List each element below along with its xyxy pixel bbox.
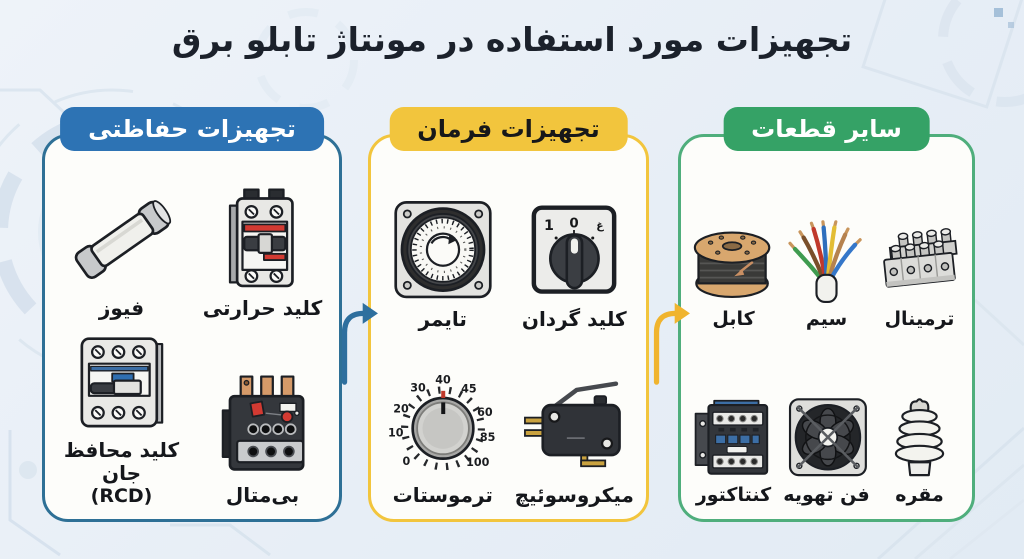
bimetal-relay-icon [221,375,304,471]
wire-icon [788,220,862,304]
page-title: تجهیزات مورد استفاده در مونتاژ تابلو برق [171,20,853,59]
panel-other-items-grid: کابل [687,163,966,515]
contactor-icon [694,400,769,476]
thermostat-dial-number: 0 [402,455,410,468]
thermal-breaker-icon [228,188,294,288]
panel-protective-equipment: تجهیزات حفاظتی فیوز [42,107,342,522]
item-wire: سیم [780,163,873,339]
thermostat-dial-number: 30 [410,382,426,395]
panel-protective-header-badge: تجهیزات حفاظتی [60,107,324,151]
flow-arrow-protective-to-control-icon [341,302,378,385]
thermostat-icon: 0 10 20 30 40 45 60 85 100 [388,374,496,471]
panel-protective-items-grid: فیوز [51,163,333,515]
terminal-block-icon [883,228,958,288]
item-rotary-switch: 1 0 غ کلید گردان [509,163,641,339]
item-label: سیم [805,308,848,331]
item-sublabel: (RCD) [90,485,153,507]
thermostat-dial-number: 20 [393,402,409,415]
item-ventilation-fan: فن تهویه [780,339,873,515]
item-label: ترموستات [392,483,493,507]
thermostat-dial-number: 60 [477,406,493,419]
flow-arrow-control-to-other-icon [653,302,690,385]
item-fuse: فیوز [51,163,192,328]
item-label: کلید محافظ جان [63,438,180,485]
item-label: کنتاکتور [695,484,772,507]
item-label: بی‌متال [225,483,300,507]
item-thermal-breaker: کلید حرارتی [192,163,333,328]
item-label: فن تهویه [783,484,870,507]
item-thermostat: 0 10 20 30 40 45 60 85 100 ترموستات [377,339,509,515]
item-rcd: کلید محافظ جان (RCD) [51,328,192,515]
rotary-marking: غ [596,219,604,232]
item-label: ترمینال [884,308,955,331]
item-timer: تایمر [377,163,509,339]
insulator-icon [894,398,945,477]
thermostat-dial-number: 40 [435,374,451,387]
item-insulator: مقره [873,339,966,515]
thermostat-dial-number: 85 [480,431,496,444]
rcd-icon [80,337,163,428]
item-label: کلید گردان [521,307,627,331]
panel-other-parts: سایر قطعات [678,107,975,522]
panel-control-items-grid: تایمر 1 0 غ کلید گردان [377,163,640,515]
item-microswitch: میکروسوئیچ [509,339,641,515]
rotary-marking: 1 [544,218,554,234]
rotary-marking: 0 [570,216,579,231]
item-label: فیوز [98,295,145,320]
item-label: مقره [895,484,944,507]
item-terminal-block: ترمینال [873,163,966,339]
item-label: کلید حرارتی [202,295,323,320]
timer-icon [394,200,492,299]
ventilation-fan-icon [788,398,867,477]
rotary-switch-icon: 1 0 غ [531,205,617,294]
panel-control-equipment: تجهیزات فرمان [368,107,649,522]
item-label: کابل [712,308,755,331]
thermostat-dial-number: 10 [388,426,404,439]
item-bimetal-relay: بی‌متال [192,328,333,515]
panel-other-header-badge: سایر قطعات [723,107,930,151]
item-label: میکروسوئیچ [514,483,634,507]
item-cable: کابل [687,163,780,339]
item-label: تایمر [418,307,467,331]
panel-control-header-badge: تجهیزات فرمان [389,107,628,151]
microswitch-icon [524,381,622,468]
thermostat-dial-number: 45 [461,383,477,396]
fuse-icon [74,199,171,279]
item-contactor: کنتاکتور [687,339,780,515]
thermostat-dial-number: 100 [466,456,490,469]
cable-spool-icon [693,231,771,299]
